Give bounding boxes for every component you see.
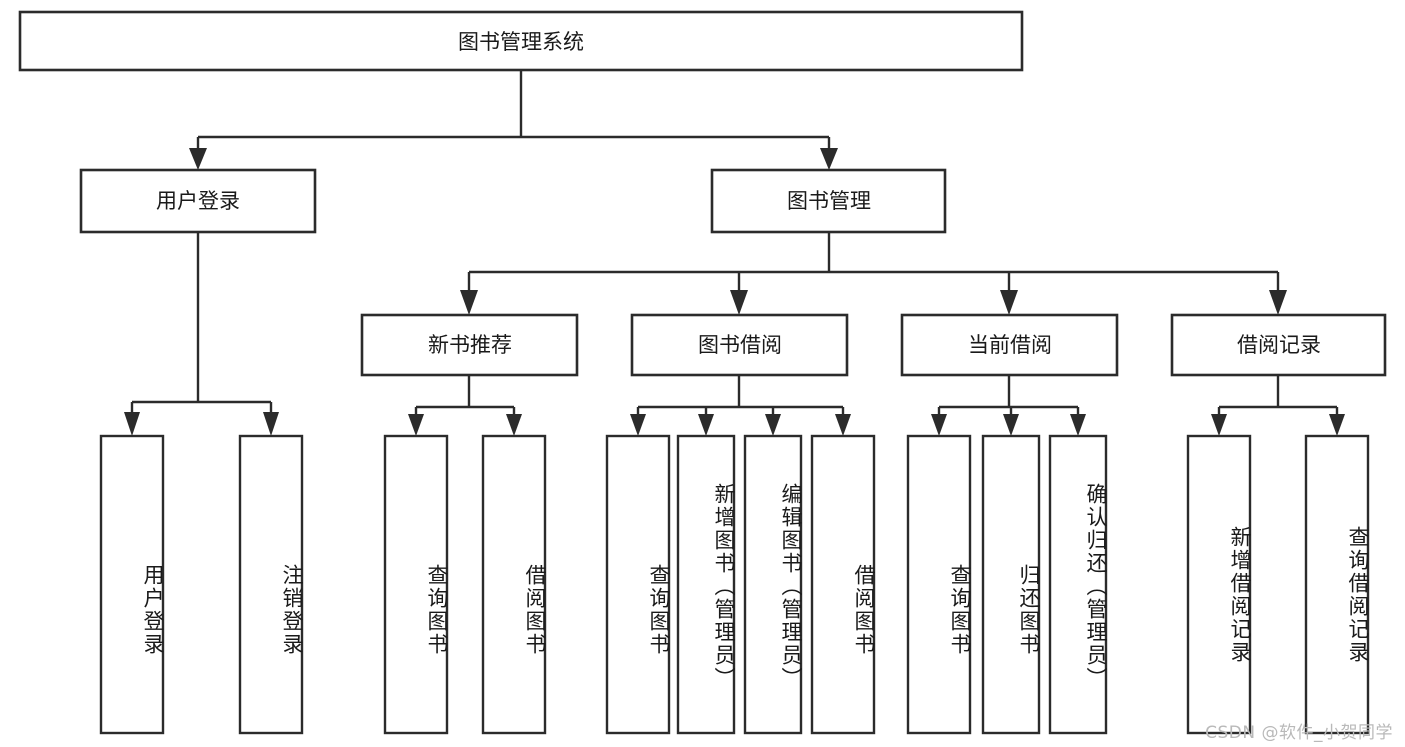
node-current-borrow-box[interactable] [900, 313, 1119, 377]
arrow-to-user-login [189, 148, 207, 170]
leaf-box-confirm-return[interactable] [1048, 434, 1108, 735]
arrow-to-current-borrow [1000, 290, 1018, 315]
node-root[interactable]: 图书管理系统 [18, 10, 1024, 72]
arrow-to-leaf-add-book [698, 414, 714, 436]
connector-group-root [189, 70, 838, 170]
node-user-login-box[interactable] [79, 168, 317, 234]
node-user-login-label: 用户登录 [156, 189, 240, 213]
node-root-label: 图书管理系统 [458, 30, 584, 54]
node-borrow-record-box[interactable] [1170, 313, 1387, 377]
csdn-watermark: CSDN @软件_小贺同学 [1205, 723, 1393, 743]
node-borrow-record[interactable]: 借阅记录 [1170, 313, 1387, 377]
node-new-book-recommend[interactable]: 新书推荐 [360, 313, 579, 377]
leaf-box-borrow-book-1[interactable] [481, 434, 547, 735]
arrow-to-leaf-add-record [1211, 414, 1227, 436]
node-book-borrow[interactable]: 图书借阅 [630, 313, 849, 377]
connector-group-book-manage [460, 232, 1287, 315]
node-current-borrow-label: 当前借阅 [968, 333, 1052, 357]
node-book-manage-label: 图书管理 [787, 189, 871, 213]
arrow-to-leaf-query-book-2 [630, 414, 646, 436]
leaf-box-return-book[interactable] [981, 434, 1041, 735]
arrow-to-leaf-query-book-1 [408, 414, 424, 436]
leaf-box-query-record[interactable] [1304, 434, 1370, 735]
node-new-book-recommend-label: 新书推荐 [428, 333, 512, 357]
leaf-box-logout[interactable] [238, 434, 304, 735]
arrow-to-leaf-borrow-book-2 [835, 414, 851, 436]
leaf-box-user-login[interactable] [99, 434, 165, 735]
connector-group-new-book-recommend [408, 375, 522, 436]
node-current-borrow[interactable]: 当前借阅 [900, 313, 1119, 377]
leaf-box-query-book-1[interactable] [383, 434, 449, 735]
arrow-to-borrow-record [1269, 290, 1287, 315]
arrow-to-book-borrow [730, 290, 748, 315]
arrow-to-book-manage [820, 148, 838, 170]
connector-group-user-login [124, 232, 279, 436]
arrow-to-new-book-recommend [460, 290, 478, 315]
leaf-box-group [99, 434, 1370, 735]
leaf-box-add-record[interactable] [1186, 434, 1252, 735]
node-book-borrow-label: 图书借阅 [698, 333, 782, 357]
connector-group-current-borrow [931, 375, 1086, 436]
connector-group-book-borrow [630, 375, 851, 436]
leaf-box-edit-book[interactable] [743, 434, 803, 735]
arrow-to-leaf-user-login [124, 412, 140, 436]
arrow-to-leaf-confirm-return [1070, 414, 1086, 436]
arrow-to-leaf-logout [263, 412, 279, 436]
arrow-to-leaf-query-book-3 [931, 414, 947, 436]
node-book-manage[interactable]: 图书管理 [710, 168, 947, 234]
node-book-manage-box[interactable] [710, 168, 947, 234]
leaf-box-borrow-book-2[interactable] [810, 434, 876, 735]
node-new-book-recommend-box[interactable] [360, 313, 579, 377]
node-book-borrow-box[interactable] [630, 313, 849, 377]
leaf-box-add-book[interactable] [676, 434, 736, 735]
leaf-box-query-book-2[interactable] [605, 434, 671, 735]
arrow-to-leaf-borrow-book-1 [506, 414, 522, 436]
arrow-to-leaf-return-book [1003, 414, 1019, 436]
node-borrow-record-label: 借阅记录 [1237, 333, 1321, 357]
arrow-to-leaf-query-record [1329, 414, 1345, 436]
connector-group-borrow-record [1211, 375, 1345, 436]
leaf-box-query-book-3[interactable] [906, 434, 972, 735]
arrow-to-leaf-edit-book [765, 414, 781, 436]
node-user-login[interactable]: 用户登录 [79, 168, 317, 234]
node-root-box[interactable] [18, 10, 1024, 72]
